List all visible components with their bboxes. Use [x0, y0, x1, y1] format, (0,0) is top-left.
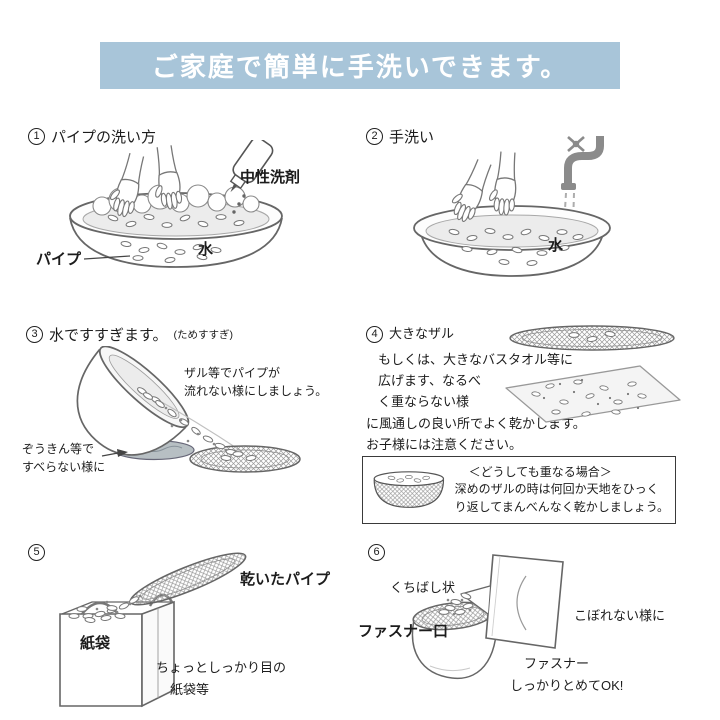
step4-header: 4 大きなザル	[366, 324, 454, 344]
step2-number: 2	[366, 128, 383, 145]
step5-header: 5	[28, 544, 45, 561]
step3-title-note: (ためすすぎ)	[173, 329, 234, 341]
fastener-note-line2: しっかりとめてOK!	[510, 678, 624, 693]
page-title: ご家庭で簡単に手洗いできます。	[151, 52, 569, 82]
step1-header: 1 パイプの洗い方	[28, 126, 156, 147]
step3-title: 水ですすぎます。	[49, 327, 168, 344]
shallow-strainer-icon	[509, 325, 675, 351]
overlap-note-title: ＜どうしても重なる場合＞	[468, 465, 612, 480]
step1-number: 1	[28, 128, 45, 145]
step4-text-line3: 広げます、なるべ	[378, 373, 481, 388]
strainer-note: ザル等でパイプが 流れない様にしましょう。	[184, 366, 328, 398]
pipe-label: パイプ	[36, 251, 82, 268]
wash-basin-icon	[413, 205, 611, 277]
cushion-case-icon	[411, 601, 498, 680]
pipe-pointer-line	[83, 255, 131, 260]
overlap-note-line2: り返してまんべんなく乾かしましょう。	[454, 499, 669, 514]
beak-label: くちばし状	[390, 580, 456, 595]
overlap-note-box: ＜どうしても重なる場合＞ 深めのザルの時は何回か天地をひっく り返してまんべんな…	[362, 456, 676, 524]
bag-note-line2: 紙袋等	[170, 682, 210, 697]
step4-text-line4: く重ならない様	[378, 394, 470, 409]
pouring-bag-icon	[460, 554, 564, 649]
step1-title: パイプの洗い方	[51, 129, 157, 146]
step5-illustration	[59, 552, 247, 708]
step4-text-line6: お子様には注意ください。	[366, 437, 523, 452]
detergent-bottle-icon	[229, 140, 274, 214]
spill-note-label: こぼれない様に	[574, 608, 666, 623]
paper-bag-label: 紙袋	[80, 635, 111, 652]
step6-header: 6	[368, 544, 385, 561]
step2-header: 2 手洗い	[366, 126, 434, 147]
overlap-note-line1: 深めのザルの時は何回か天地をひっく	[454, 482, 659, 497]
water-label-step2: 水	[548, 237, 564, 254]
pipe-pellets	[68, 594, 142, 624]
deep-strainer-icon	[373, 471, 445, 508]
fastener-mouth-label: ファスナー口	[358, 623, 449, 640]
cloth-arrow-icon	[101, 449, 128, 457]
step3-header: 3 水ですすぎます。 (ためすすぎ)	[26, 324, 233, 345]
cloth-note: ぞうきん等で すべらない様に	[22, 442, 106, 474]
step1-illustration	[69, 140, 283, 268]
bath-towel-icon	[505, 365, 681, 423]
step6-number: 6	[368, 544, 385, 561]
detergent-label: 中性洗剤	[240, 169, 301, 186]
step4-illustration	[505, 325, 681, 423]
step3-number: 3	[26, 326, 43, 343]
pipe-pellets	[438, 591, 474, 616]
water-label-step1: 水	[198, 241, 214, 258]
header-banner: ご家庭で簡単に手洗いできます。	[100, 42, 620, 89]
step4-text-line5: に風通しの良い所でよく乾かします。	[366, 416, 586, 431]
bag-note-line1: ちょっとしっかり目の	[156, 660, 287, 675]
step2-title: 手洗い	[389, 129, 435, 146]
step4-text-line1: 大きなザル	[389, 326, 455, 341]
dried-pipe-label: 乾いたパイプ	[240, 571, 331, 588]
step3-illustration	[76, 346, 301, 473]
faucet-icon	[561, 136, 604, 190]
strainer-icon	[189, 445, 301, 473]
pouring-strainer-icon	[129, 552, 247, 606]
step2-illustration	[413, 136, 611, 277]
pipe-pellets	[135, 385, 257, 462]
step4-number: 4	[366, 325, 383, 343]
step4-text-line2: もしくは、大きなバスタオル等に	[378, 352, 574, 367]
step6-illustration	[411, 554, 564, 680]
pipe-pellets	[531, 378, 647, 418]
fastener-note-line1: ファスナー	[524, 656, 590, 671]
step5-number: 5	[28, 544, 45, 561]
